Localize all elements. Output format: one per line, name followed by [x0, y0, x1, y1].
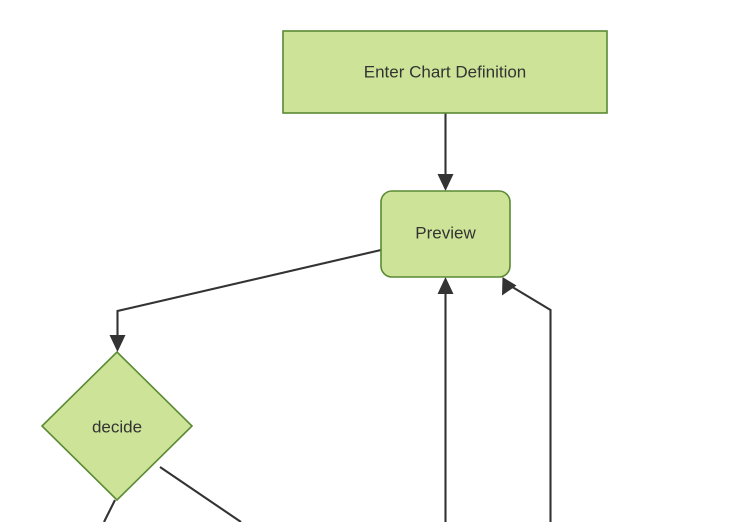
arrow-up-icon [502, 277, 517, 296]
edge-decide-out-right [159, 466, 242, 522]
node-decide-shape[interactable] [40, 350, 194, 502]
arrow-up-icon [437, 277, 454, 294]
edge-preview-to-decide [109, 248, 382, 352]
edge-decide-out-left-line [103, 499, 116, 522]
edge-return-right-to-preview [502, 277, 552, 522]
node-decide-label: decide [92, 417, 142, 436]
arrow-down-icon [437, 174, 454, 191]
arrow-down-icon [109, 335, 126, 352]
edge-return-right-line [508, 284, 552, 522]
node-preview[interactable]: Preview [380, 190, 511, 278]
node-decide[interactable]: decide [40, 350, 194, 502]
edge-enter-to-preview [437, 113, 454, 191]
edge-decide-out-left [103, 499, 116, 522]
node-enter-chart-definition-label: Enter Chart Definition [364, 62, 527, 81]
edge-preview-to-decide-line [116, 248, 382, 343]
node-enter-chart-definition-shape[interactable] [282, 30, 608, 114]
edge-return-center-to-preview [437, 277, 454, 522]
node-preview-shape[interactable] [380, 190, 511, 278]
edge-decide-out-right-line [159, 466, 242, 522]
node-preview-label: Preview [415, 223, 476, 242]
node-enter-chart-definition[interactable]: Enter Chart Definition [282, 30, 608, 114]
